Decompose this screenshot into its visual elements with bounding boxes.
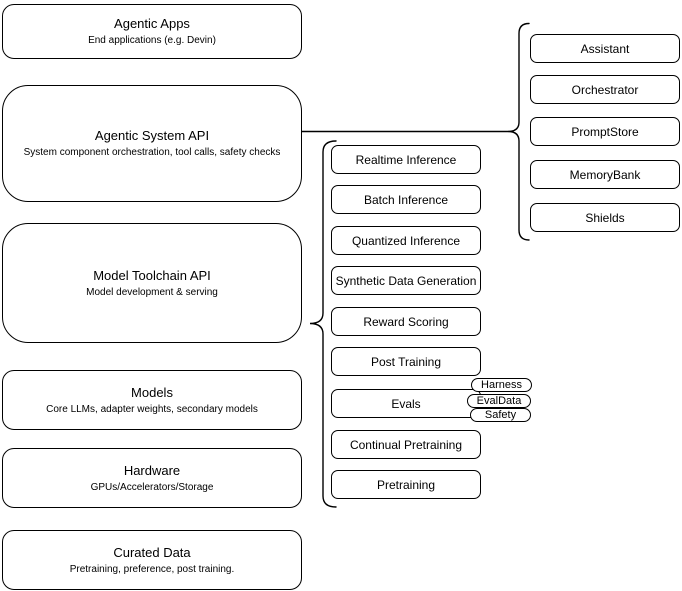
node-label: Evals: [391, 396, 421, 411]
node-label: Assistant: [580, 41, 630, 56]
node-title: Agentic Apps: [114, 16, 190, 31]
node-label: Synthetic Data Generation: [335, 273, 477, 288]
node-realtime-inference: Realtime Inference: [331, 145, 481, 174]
node-curated-data: Curated Data Pretraining, preference, po…: [2, 530, 302, 590]
node-post-training: Post Training: [331, 347, 481, 376]
node-title: Models: [131, 384, 173, 400]
node-model-toolchain-api: Model Toolchain API Model development & …: [2, 223, 302, 343]
node-title: Model Toolchain API: [93, 267, 211, 283]
node-label: Realtime Inference: [355, 152, 457, 167]
node-assistant: Assistant: [530, 34, 680, 63]
node-label: Reward Scoring: [363, 314, 449, 329]
node-label: PromptStore: [571, 124, 639, 139]
node-continual-pretraining: Continual Pretraining: [331, 430, 481, 459]
node-label: Post Training: [370, 354, 442, 369]
node-title: Hardware: [123, 462, 181, 478]
node-label: Harness: [481, 378, 522, 391]
node-hardware: Hardware GPUs/Accelerators/Storage: [2, 448, 302, 508]
node-quantized-inference: Quantized Inference: [331, 226, 481, 255]
node-label: Orchestrator: [571, 82, 639, 97]
node-label: MemoryBank: [569, 167, 641, 182]
node-label: Batch Inference: [363, 192, 449, 207]
node-agentic-apps: Agentic Apps End applications (e.g. Devi…: [2, 4, 302, 59]
node-title: Agentic System API: [94, 128, 210, 143]
node-label: Continual Pretraining: [349, 437, 463, 452]
brace-system-components: [507, 22, 530, 241]
node-agentic-system-api: Agentic System API System component orch…: [2, 85, 302, 202]
node-title: Curated Data: [113, 544, 191, 560]
node-label: Quantized Inference: [351, 233, 461, 248]
node-label: EvalData: [476, 394, 522, 407]
node-evals-tag-evaldata: EvalData: [467, 394, 531, 408]
node-batch-inference: Batch Inference: [331, 185, 481, 214]
node-subtitle: End applications (e.g. Devin): [88, 35, 216, 46]
node-pretraining: Pretraining: [331, 470, 481, 499]
node-label: Pretraining: [376, 477, 436, 492]
node-shields: Shields: [530, 203, 680, 232]
node-label: Shields: [585, 210, 625, 225]
node-subtitle: GPUs/Accelerators/Storage: [90, 481, 214, 493]
node-label: Safety: [484, 408, 517, 421]
node-promptstore: PromptStore: [530, 117, 680, 146]
node-evals-tag-safety: Safety: [470, 408, 531, 422]
node-subtitle: Model development & serving: [86, 286, 218, 298]
node-subtitle: Pretraining, preference, post training.: [69, 563, 235, 575]
node-subtitle: Core LLMs, adapter weights, secondary mo…: [46, 403, 258, 415]
node-synthetic-data-generation: Synthetic Data Generation: [331, 266, 481, 295]
node-memorybank: MemoryBank: [530, 160, 680, 189]
node-models: Models Core LLMs, adapter weights, secon…: [2, 370, 302, 430]
node-orchestrator: Orchestrator: [530, 75, 680, 104]
node-subtitle: System component orchestration, tool cal…: [23, 147, 281, 158]
node-evals: Evals: [331, 389, 481, 418]
node-reward-scoring: Reward Scoring: [331, 307, 481, 336]
node-evals-tag-harness: Harness: [471, 378, 532, 392]
